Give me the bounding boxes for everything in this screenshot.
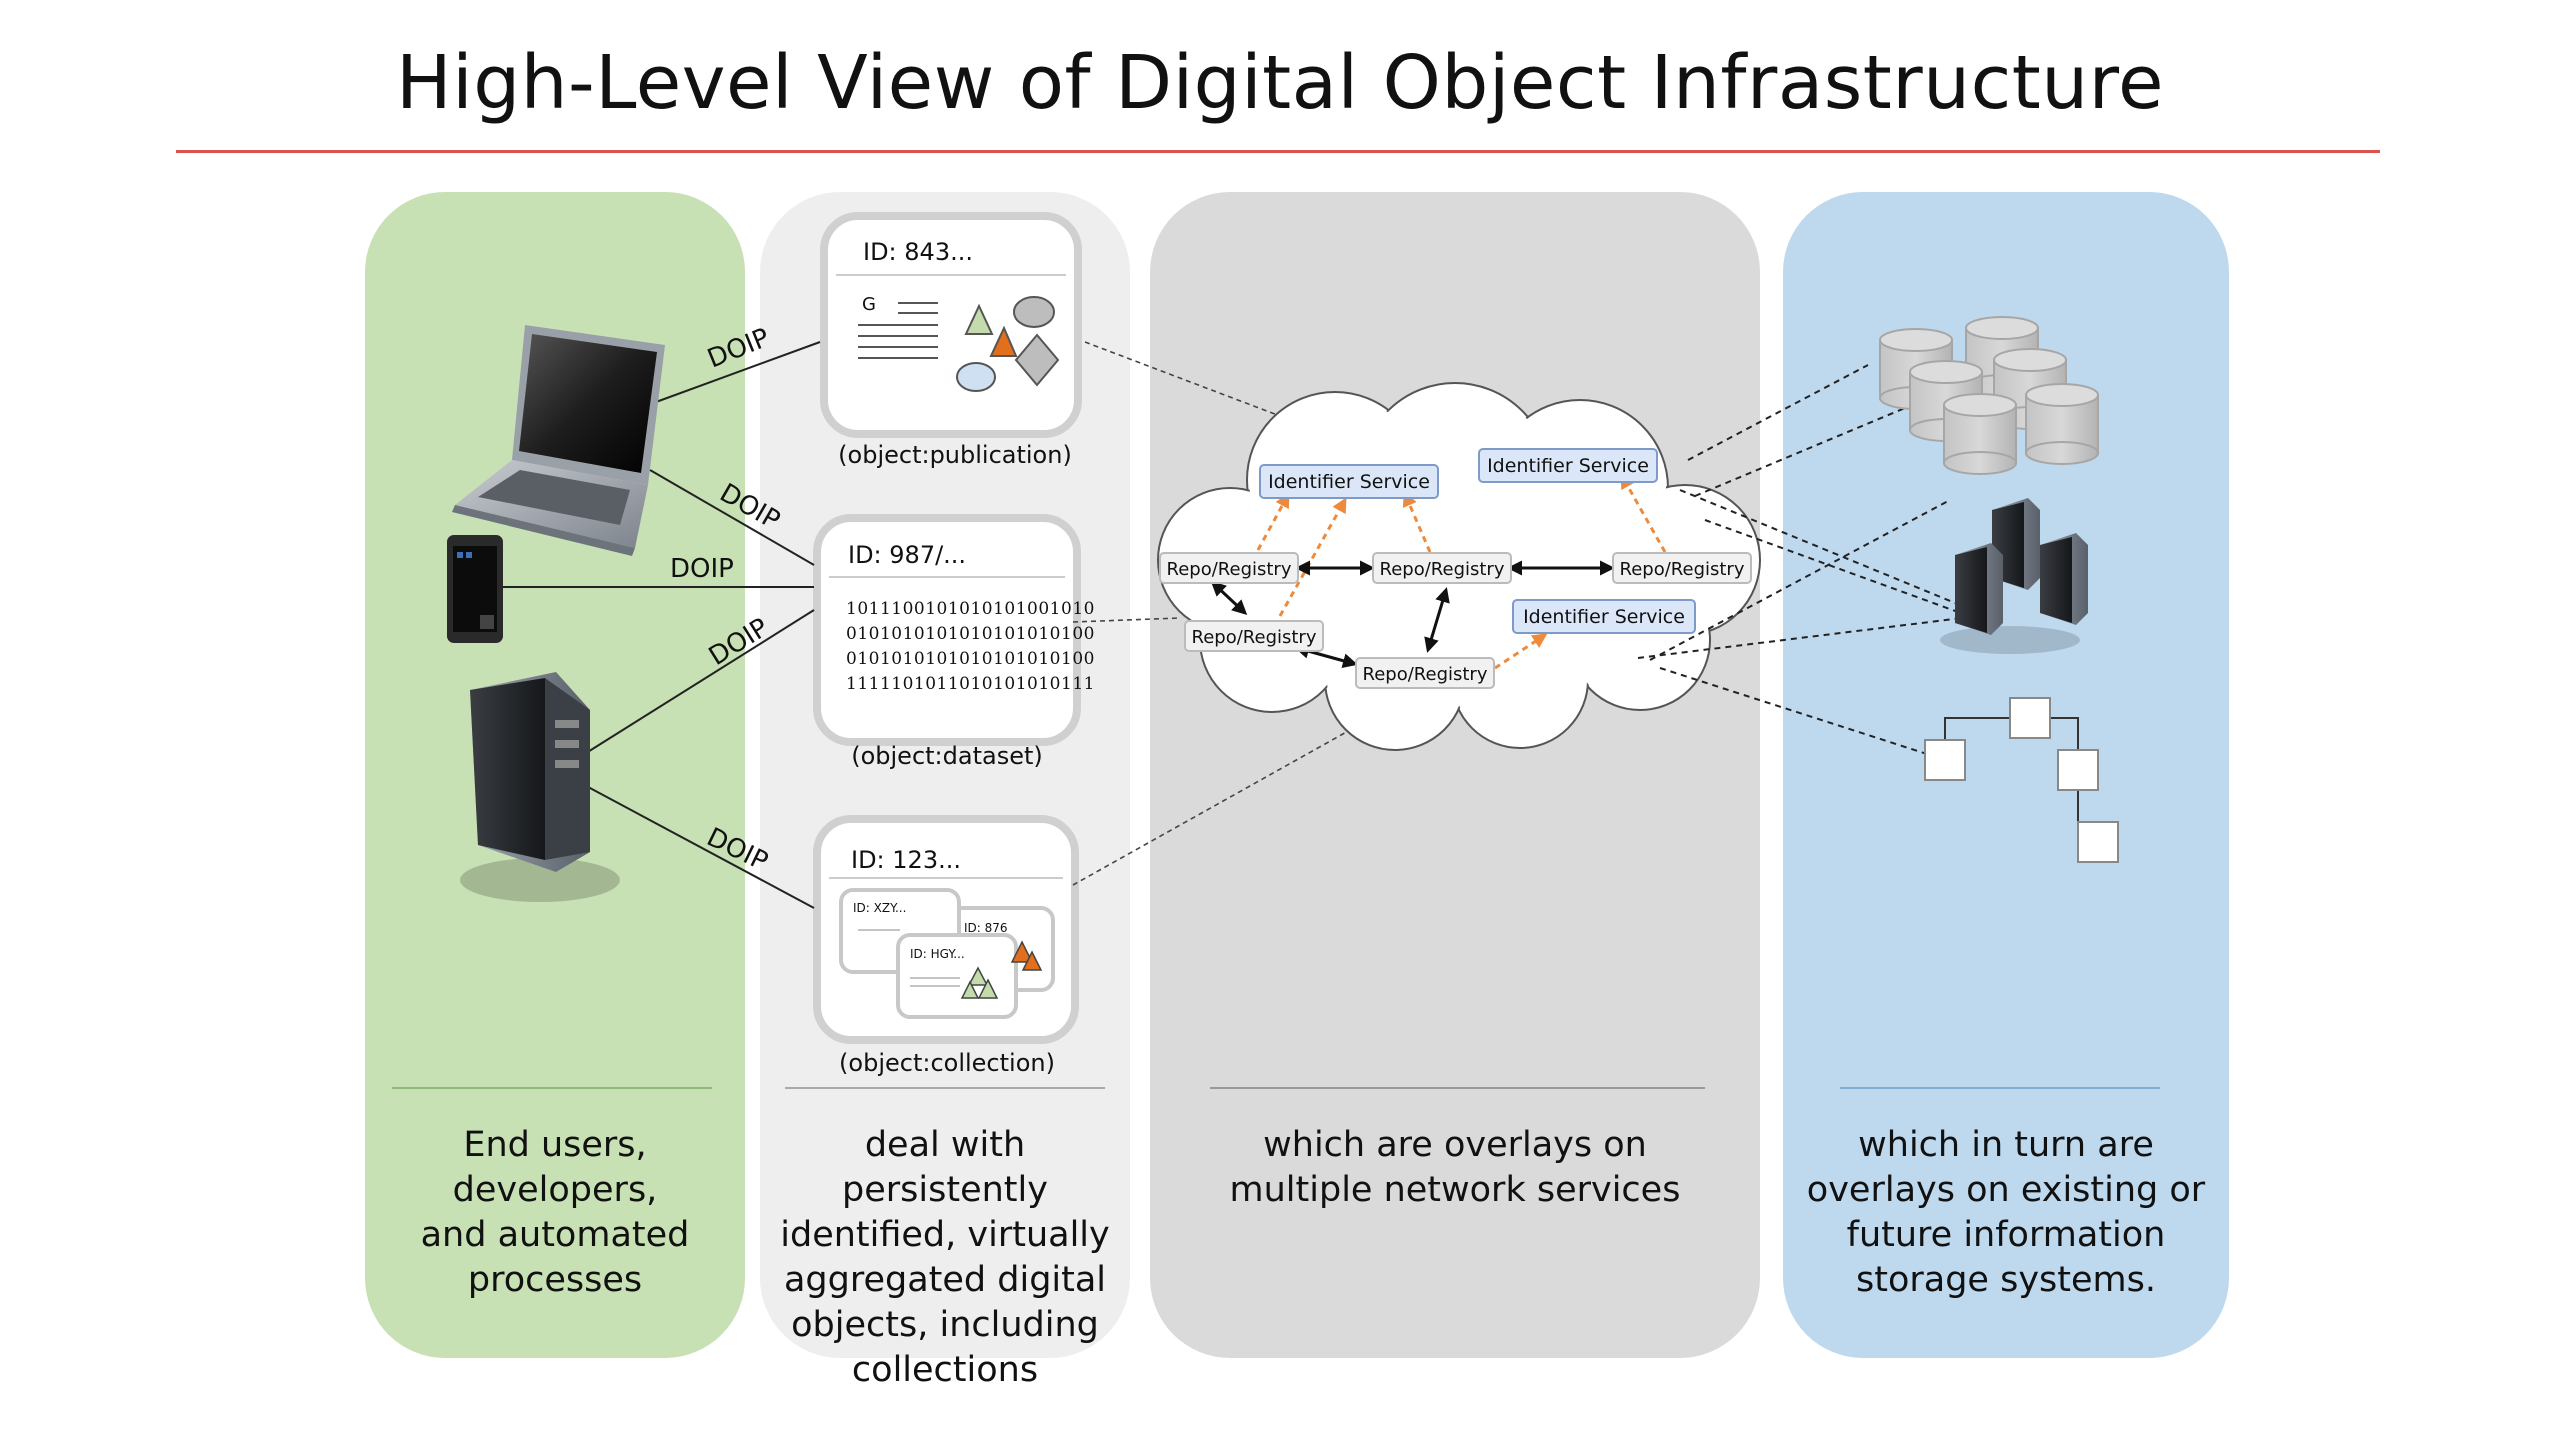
caption-line: objects, including (791, 1305, 1099, 1345)
caption-line: overlays on existing or (1806, 1170, 2206, 1210)
server-cluster-icon (1940, 498, 2088, 654)
collection-subobject-id: ID: 876 (964, 921, 1008, 935)
caption-line: future information (1846, 1215, 2166, 1255)
publication-glyph: G (862, 294, 876, 315)
repo-registry-label: Repo/Registry (1167, 559, 1292, 580)
dataset-id: ID: 987/... (848, 541, 967, 569)
objects-caption: deal with persistently identified, virtu… (760, 1123, 1130, 1393)
repo-registry-node (1612, 552, 1752, 584)
orange-arrow (1494, 633, 1548, 670)
doip-link (655, 341, 821, 403)
identifier-service-box (1478, 448, 1658, 483)
dataset-object-card (813, 514, 1081, 746)
storage-links (1637, 364, 1981, 756)
users-caption: End users, developers, and automated pro… (365, 1123, 745, 1303)
collection-graphics: ID: XZY... ID: 876 ID: HGY... (839, 888, 1055, 1019)
caption-line: End users, developers, (452, 1125, 658, 1210)
identifier-service-box (1512, 599, 1696, 634)
doip-links (502, 341, 821, 909)
users-divider (392, 1087, 712, 1089)
publication-id: ID: 843... (863, 238, 973, 266)
caption-line: and automated (420, 1215, 690, 1255)
doip-label: DOIP (702, 822, 773, 877)
identifier-service-box (1259, 464, 1439, 499)
caption-line: identified, virtually (780, 1215, 1110, 1255)
doip-link (649, 469, 815, 566)
dataset-bits: 1011100101010101001010 01010101010101010… (846, 597, 1095, 697)
storage-caption: which in turn are overlays on existing o… (1783, 1123, 2229, 1303)
repo-registry-node (1372, 552, 1512, 584)
identifier-service-label: Identifier Service (1523, 606, 1685, 628)
repo-registry-label: Repo/Registry (1620, 559, 1745, 580)
publication-graphics: G (858, 294, 1060, 392)
repo-registry-node (1159, 552, 1299, 584)
black-arrow (1424, 587, 1450, 653)
dataset-bits-row: 0101010101010101010100 (846, 624, 1095, 644)
storage-divider (1840, 1087, 2160, 1089)
doip-link (574, 609, 815, 761)
tree-structure-icon (1924, 697, 2119, 863)
dotted-link (1072, 617, 1181, 623)
dotted-link (1072, 729, 1351, 886)
network-caption: which are overlays on multiple network s… (1150, 1123, 1760, 1213)
repo-registry-label: Repo/Registry (1363, 664, 1488, 685)
dashed-link (1694, 407, 1906, 497)
orange-arrow (1278, 497, 1347, 617)
doip-link (574, 779, 815, 909)
caption-line: multiple network services (1229, 1170, 1681, 1210)
dashed-link (1687, 364, 1869, 461)
dataset-bits-row: 0101010101010101010100 (846, 649, 1095, 669)
caption-line: which in turn are (1858, 1125, 2154, 1165)
server-tower-icon (460, 672, 620, 902)
doip-label: DOIP (703, 323, 773, 375)
collection-subobject-id: ID: HGY... (910, 947, 965, 961)
title-rule (176, 150, 2380, 153)
dataset-object-label: (object:dataset) (851, 742, 1043, 770)
repo-registry-label: Repo/Registry (1192, 627, 1317, 648)
black-arrow (1210, 580, 1248, 616)
caption-line: storage systems. (1856, 1260, 2156, 1300)
identifier-service-label: Identifier Service (1487, 455, 1649, 477)
orange-arrow (1620, 473, 1667, 553)
dataset-bits-row: 1011100101010101001010 (846, 599, 1095, 619)
repo-registry-node (1184, 620, 1324, 652)
caption-line: processes (467, 1260, 643, 1300)
dataset-bits-row: 1111101011010101010111 (846, 674, 1095, 694)
laptop-icon (452, 325, 665, 556)
collection-id: ID: 123... (851, 846, 961, 874)
repo-registry-node (1355, 657, 1495, 689)
database-cylinders-icon (1879, 316, 2099, 475)
repo-registry-label: Repo/Registry (1380, 559, 1505, 580)
dashed-link (1704, 519, 1981, 621)
caption-line: deal with persistently (842, 1125, 1048, 1210)
doip-label: DOIP (670, 554, 734, 584)
network-divider (1210, 1087, 1705, 1089)
caption-line: aggregated digital (783, 1260, 1107, 1300)
dashed-link (1659, 667, 1931, 756)
collection-subobject-id: ID: XZY... (853, 901, 906, 915)
publication-object-label: (object:publication) (838, 441, 1072, 469)
collection-object-label: (object:collection) (839, 1049, 1055, 1077)
caption-line: collections (851, 1350, 1039, 1390)
identifier-service-label: Identifier Service (1268, 471, 1430, 493)
mobile-phone-icon (447, 535, 503, 643)
objects-divider (785, 1087, 1105, 1089)
dashed-link (1649, 499, 1951, 661)
caption-line: which are overlays on (1263, 1125, 1647, 1165)
page-title: High-Level View of Digital Object Infras… (395, 40, 2165, 126)
doip-label: DOIP (704, 613, 774, 672)
